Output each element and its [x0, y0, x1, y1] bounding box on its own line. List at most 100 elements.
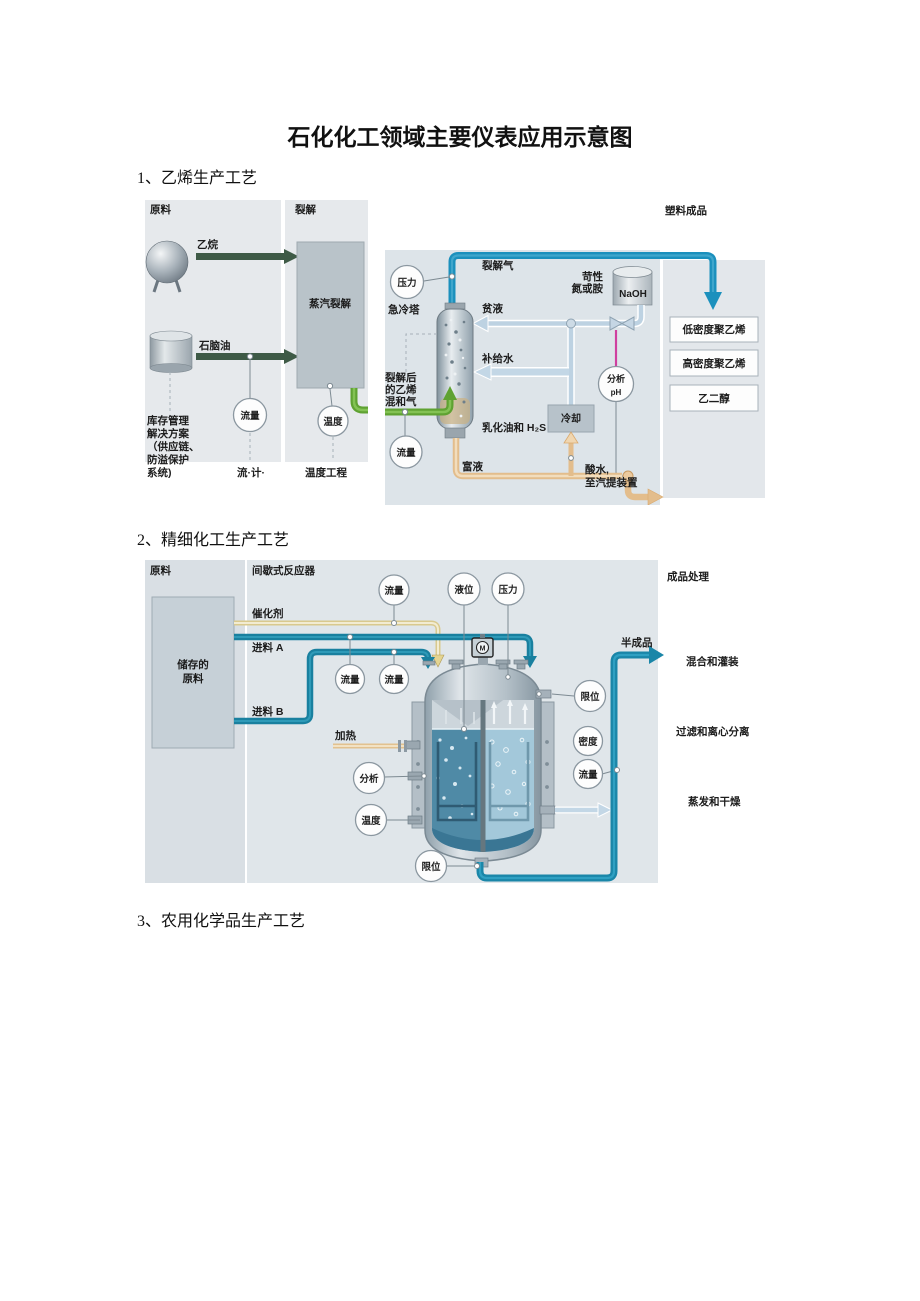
- raw-label: 原料: [150, 564, 171, 577]
- lean-liquor-label: 贫液: [482, 302, 503, 315]
- feed-a-pipe: [234, 633, 537, 668]
- rich-liquor-pipe: [452, 431, 664, 505]
- product-box-ldpe: 低密度聚乙烯: [669, 316, 759, 343]
- quench-tower: [436, 302, 474, 439]
- stored-material-box: 储存的 原料: [151, 596, 235, 749]
- makeup-water-arrow: [472, 363, 569, 381]
- svg-text:限位: 限位: [580, 691, 600, 703]
- svg-text:压力: 压力: [397, 277, 416, 289]
- svg-text:pH: pH: [611, 388, 622, 397]
- raw-material-label: 原料: [150, 203, 171, 216]
- ethane-label: 乙烷: [197, 238, 218, 251]
- temp-engineering-label: 温度工程: [305, 466, 347, 479]
- catalyst-pipe: [234, 620, 445, 668]
- svg-text:库存管理: 库存管理: [147, 414, 189, 427]
- product-box-hdpe: 高密度聚乙烯: [669, 349, 759, 377]
- limit-bottom-tap: [474, 863, 480, 869]
- quench-callout-dash: [405, 333, 437, 372]
- density-gauge: 密度: [572, 725, 604, 757]
- ph-analyzer-gauge: 分析 pH: [597, 365, 635, 403]
- cooler-box: [547, 404, 595, 433]
- heating-pipe: [333, 740, 407, 752]
- svg-text:M: M: [480, 646, 486, 653]
- after-cracking-label: 裂解后 的乙烯 混和气: [384, 371, 417, 408]
- acid-water-label-1: 酸水,: [585, 463, 609, 476]
- svg-text:混和气: 混和气: [385, 395, 417, 408]
- flow-gauge-feed: 流量: [389, 435, 423, 469]
- pressure-gauge-reactor: 压力: [491, 572, 525, 606]
- naoh-label: NaOH: [619, 289, 647, 300]
- flow-gauge-catalyst: 流量: [378, 574, 410, 606]
- svg-text:低密度聚乙烯: 低密度聚乙烯: [682, 323, 746, 336]
- batch-reactor-label: 间歇式反应器: [252, 564, 315, 577]
- svg-text:的乙烯: 的乙烯: [385, 383, 417, 396]
- drain-arrow: [555, 802, 614, 818]
- temperature-gauge-reactor: 温度: [354, 803, 388, 837]
- agitator-motor-icon: M: [471, 634, 494, 665]
- svg-text:液位: 液位: [454, 584, 474, 596]
- svg-text:乙二醇: 乙二醇: [698, 392, 730, 405]
- caustic-label-2: 氮或胺: [572, 282, 604, 295]
- svg-text:流量: 流量: [396, 447, 416, 459]
- svg-text:流量: 流量: [384, 674, 404, 686]
- filter-label: 过滤和离心分离: [676, 725, 750, 738]
- flow-gauge-naphtha: 流量: [232, 397, 268, 433]
- quench-tower-label: 急冷塔: [388, 303, 420, 316]
- level-gauge: 液位: [447, 572, 481, 606]
- feed-flow-tap: [401, 408, 409, 416]
- flow-metering-label: 流·计·: [237, 466, 265, 479]
- svg-text:流量: 流量: [340, 674, 360, 686]
- svg-text:（供应链、: （供应链、: [147, 440, 200, 453]
- feed-a-flow-tap: [347, 634, 353, 640]
- naoh-tank: [612, 266, 653, 306]
- rich-liquor-label: 富液: [462, 460, 483, 473]
- evaporation-label: 蒸发和干燥: [688, 795, 741, 808]
- naphtha-tank: [149, 330, 193, 373]
- svg-text:压力: 压力: [498, 584, 517, 596]
- flow-gauge-feed-a: 流量: [334, 663, 366, 695]
- level-tap: [461, 726, 467, 732]
- section-3-heading: 3、农用化学品生产工艺: [137, 913, 306, 930]
- temp-tap: [326, 382, 334, 390]
- svg-text:密度: 密度: [577, 736, 598, 748]
- flow-gauge-feed-b: 流量: [378, 663, 410, 695]
- svg-text:系统): 系统): [147, 466, 172, 479]
- makeup-water-label: 补给水: [481, 352, 514, 365]
- product-outlet-pipe: [476, 646, 664, 882]
- cooler-feed-pipe: [566, 318, 576, 405]
- svg-text:温度: 温度: [323, 416, 343, 428]
- svg-text:防溢保护: 防溢保护: [147, 453, 189, 466]
- limit-gauge-top: 限位: [573, 679, 607, 713]
- naphtha-label: 石脑油: [198, 339, 231, 352]
- cooler-label: 冷却: [561, 412, 581, 425]
- svg-text:储存的: 储存的: [177, 658, 209, 671]
- caustic-valve-icon: [609, 316, 635, 331]
- limit-gauge-bottom: 限位: [414, 849, 448, 883]
- analysis-tap: [421, 773, 427, 779]
- svg-text:流量: 流量: [578, 769, 598, 781]
- feed-b-flow-tap: [391, 649, 397, 655]
- plastic-products-label: 塑料成品: [665, 204, 707, 217]
- batch-reactor-vessel: M: [405, 634, 556, 868]
- svg-text:分析: 分析: [359, 773, 379, 785]
- catalyst-flow-tap: [391, 620, 397, 626]
- ethane-sphere-tank: [145, 240, 189, 293]
- svg-text:分析: 分析: [607, 373, 625, 384]
- svg-text:裂解后: 裂解后: [384, 371, 417, 384]
- pressure-tap: [448, 273, 456, 280]
- ethane-arrow: [196, 249, 299, 264]
- inventory-note: 库存管理 解决方案 （供应链、 防溢保护 系统): [146, 414, 200, 479]
- steam-cracking-label: 蒸汽裂解: [309, 297, 351, 310]
- svg-text:解决方案: 解决方案: [146, 427, 189, 440]
- pressure-gauge: 压力: [389, 264, 425, 300]
- ethylene-process-diagram: 原料 裂解 塑料成品 乙烷 石脑油 蒸汽裂解 流量 温度 库存管理 解决方案 （…: [145, 200, 765, 505]
- svg-text:流量: 流量: [240, 410, 260, 422]
- page-title: 石化化工领域主要仪表应用示意图: [287, 125, 633, 150]
- flow-gauge-outlet: 流量: [572, 758, 604, 790]
- ethylene-feed-pipe: [385, 386, 457, 416]
- feed-a-label: 进料 A: [252, 641, 284, 654]
- svg-text:原料: 原料: [183, 672, 204, 685]
- svg-text:限位: 限位: [421, 861, 441, 873]
- heating-label: 加热: [334, 729, 356, 742]
